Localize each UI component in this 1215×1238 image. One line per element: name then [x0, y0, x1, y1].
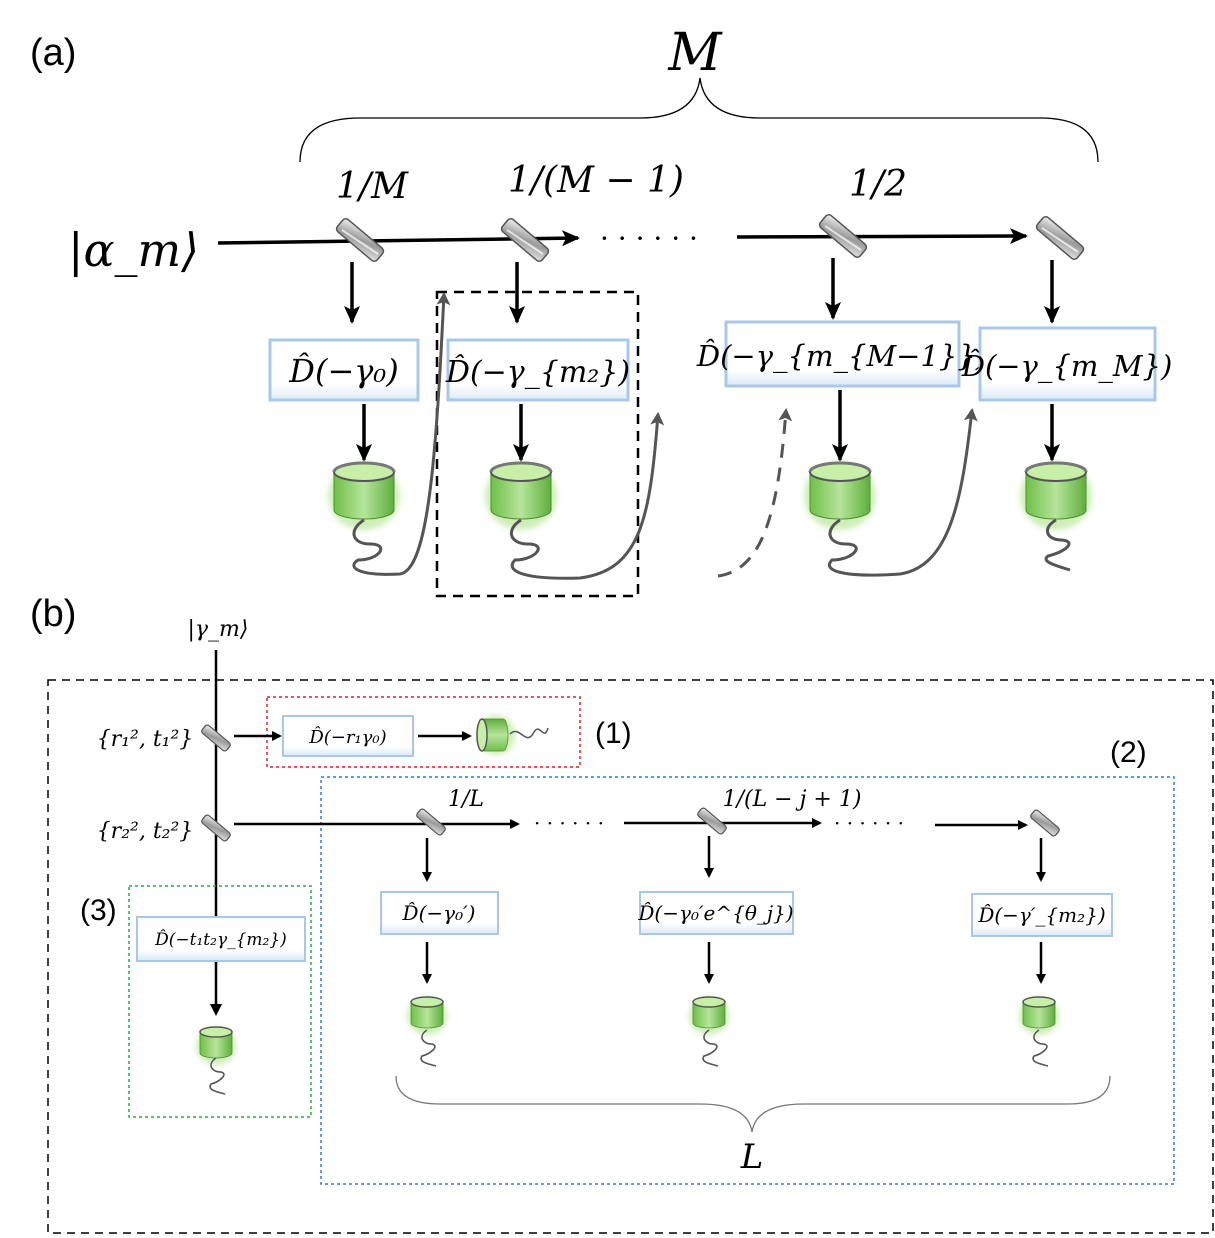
cable-b-1 — [420, 1029, 437, 1067]
ratio-1-over-2: 1/2 — [849, 164, 907, 205]
feedforward-a-2 — [509, 412, 665, 580]
beam-splitter-b-5 — [1028, 808, 1062, 838]
feedforward-a-3 — [827, 408, 978, 577]
op-label-b-1: D̂(−γ₀′) — [402, 901, 476, 925]
brace-label-L: L — [740, 1137, 764, 1177]
bs1-label: {r₁², t₁²} — [97, 727, 194, 752]
vertical-beam-arrowhead — [210, 1004, 222, 1016]
cable-t — [209, 1057, 226, 1095]
group-3-box — [128, 885, 312, 1118]
ratio-1-over-M-1: 1/(M − 1) — [508, 160, 684, 201]
ellipsis-b-2: · · · · · · — [834, 811, 904, 835]
ratio-1-over-M: 1/M — [336, 166, 409, 207]
detector-a-1 — [328, 462, 400, 530]
beam-splitter-b-3 — [414, 807, 448, 837]
detector-a-4 — [1020, 462, 1092, 530]
op-box-a-4 — [978, 326, 1157, 402]
op-label-b-2: D̂(−γ₀′e^{θ_j}) — [637, 901, 793, 925]
outer-dashed-frame-b — [47, 679, 1214, 1234]
dashed-group-box-a — [435, 290, 640, 598]
detector-a-3 — [804, 462, 876, 530]
cable-b-2 — [702, 1029, 719, 1067]
op-label-a-4: D̂(−γ_{m_M}) — [961, 349, 1173, 384]
op-label-a-2: D̂(−γ_{m₂}) — [445, 355, 630, 390]
brace-L — [395, 1075, 1111, 1133]
ellipsis-a: · · · · · · — [600, 222, 698, 255]
group-3-label: (3) — [80, 894, 117, 927]
op-box-t — [136, 916, 306, 962]
op-box-b-3 — [971, 893, 1113, 937]
op-box-a-2 — [446, 338, 630, 402]
input-state-alpha: |α_m⟩ — [68, 223, 199, 277]
main-beam-a-2 — [736, 228, 1028, 245]
panel-a-label: (a) — [30, 32, 76, 74]
op-box-r1 — [282, 715, 414, 757]
feedforward-a-dashed — [717, 408, 793, 578]
input-state-gamma: |γ_m⟩ — [187, 617, 248, 642]
op-box-b-1 — [380, 891, 499, 935]
detector-t — [196, 1027, 236, 1065]
op-box-a-1 — [268, 338, 420, 402]
detector-b-3 — [1019, 997, 1059, 1035]
op-box-b-2 — [639, 891, 794, 935]
detector-r1 — [477, 715, 515, 755]
op-label-a-1: D̂(−γ₀) — [288, 352, 398, 390]
detector-b-2 — [689, 997, 729, 1035]
op-label-t: D̂(−t₁t₂γ_{m₂}) — [154, 930, 287, 950]
brace-label-M: M — [667, 23, 723, 83]
bs2-label: {r₂², t₂²} — [97, 819, 194, 844]
cable-b-3 — [1032, 1029, 1049, 1067]
op-label-b-3: D̂(−γ′_{m₂}) — [977, 903, 1105, 927]
group-1-box — [266, 696, 581, 768]
group-2-box — [320, 776, 1175, 1185]
detector-a-2 — [485, 462, 557, 530]
op-label-a-3: D̂(−γ_{m_{M−1}}) — [696, 339, 987, 374]
cable-r1 — [509, 727, 549, 739]
op-box-a-3 — [724, 320, 961, 388]
panel-b-label: (b) — [30, 593, 76, 635]
detector-b-1 — [407, 997, 447, 1035]
beam-splitter-a-4 — [1033, 214, 1087, 262]
op-label-r1: D̂(−r₁γ₀) — [308, 726, 386, 748]
feedforward-a-1 — [352, 292, 451, 576]
group-2-label: (2) — [1110, 736, 1147, 769]
cable-a-4 — [1044, 518, 1071, 572]
group-1-label: (1) — [595, 717, 632, 750]
ratio-1-over-L-j-1: 1/(L − j + 1) — [723, 787, 862, 812]
ellipsis-b-1: · · · · · · — [534, 811, 604, 835]
brace-M — [299, 77, 1099, 163]
ratio-1-over-L: 1/L — [448, 787, 484, 812]
